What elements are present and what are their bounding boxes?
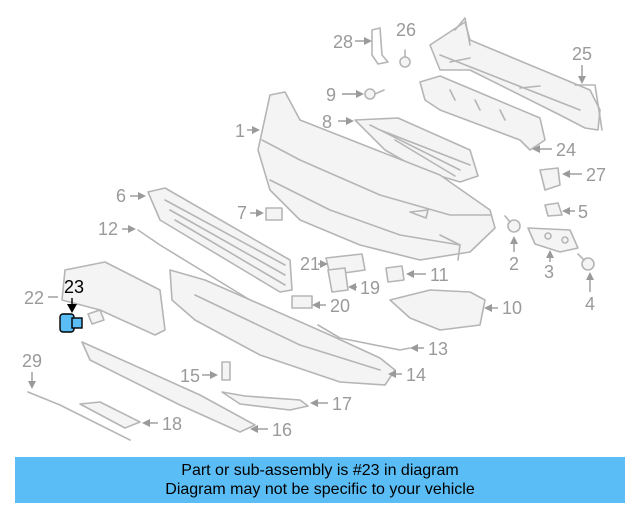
part-27-clip	[539, 167, 561, 191]
callout-label: 1	[235, 121, 245, 141]
callout-28: 28	[333, 32, 372, 52]
banner-line-disclaimer: Diagram may not be specific to your vehi…	[165, 481, 475, 498]
callout-label: 29	[22, 351, 42, 371]
callout-5: 5	[562, 202, 588, 222]
callout-label: 27	[586, 165, 606, 185]
callout-10: 10	[484, 298, 522, 318]
callout-3: 3	[544, 250, 554, 282]
callout-label: 20	[330, 296, 350, 316]
part-14-lower-cover	[169, 269, 396, 386]
callout-label: 10	[502, 298, 522, 318]
part-22-clip	[87, 309, 105, 325]
callout-23: 23	[64, 277, 84, 313]
part-23-screw	[59, 313, 83, 333]
callout-label-highlighted: 23	[64, 277, 84, 297]
callout-13: 13	[410, 339, 448, 359]
callout-label: 11	[430, 265, 449, 285]
callout-16: 16	[250, 420, 292, 440]
part-13-trim-strip	[317, 324, 411, 351]
part-10-fog-trim	[389, 289, 486, 331]
callout-label: 16	[272, 420, 292, 440]
part-5-clip	[544, 202, 563, 217]
callout-label: 22	[24, 288, 44, 308]
callout-8: 8	[322, 112, 354, 132]
callout-label: 6	[116, 186, 126, 206]
banner-line-part: Part or sub-assembly is #23 in diagram	[181, 462, 459, 479]
part-16-lower-strip	[81, 341, 256, 433]
part-17-trim	[221, 391, 309, 411]
callout-20: 20	[312, 296, 350, 316]
callout-18: 18	[142, 414, 182, 434]
part-20-clip	[291, 295, 313, 309]
part-26-bolt	[399, 49, 411, 68]
callout-label: 14	[406, 365, 426, 385]
callout-label: 4	[585, 294, 595, 314]
callout-12: 12	[98, 219, 136, 239]
part-11-clip	[385, 265, 405, 283]
callout-label: 28	[333, 32, 353, 52]
part-2-screw	[504, 215, 521, 233]
callout-label: 25	[572, 44, 592, 64]
callout-24: 24	[532, 140, 576, 160]
callout-label: 12	[98, 219, 118, 239]
callout-6: 6	[116, 186, 146, 206]
part-28-bracket	[371, 27, 389, 65]
callout-label: 13	[428, 339, 448, 359]
part-22-plate-holder	[61, 261, 166, 336]
part-29-trim-strip	[27, 391, 131, 441]
callout-label: 24	[556, 140, 576, 160]
part-19-bracket	[327, 267, 349, 293]
part-18-trim	[79, 401, 141, 429]
callout-label: 2	[509, 254, 519, 274]
callout-11: 11	[406, 265, 449, 285]
callout-label: 26	[396, 20, 416, 40]
part-8-upper-grille	[354, 117, 479, 183]
callout-29: 29	[22, 351, 42, 389]
part-7-clip	[265, 207, 283, 221]
parts-diagram: 28 26 25 9 8 1 24 27 6 5 7 12	[22, 17, 606, 441]
callout-label: 21	[300, 254, 320, 274]
callout-21: 21	[300, 254, 328, 274]
callout-label: 7	[237, 203, 247, 223]
callout-1: 1	[235, 121, 260, 141]
info-banner: Part or sub-assembly is #23 in diagram D…	[15, 457, 625, 503]
part-3-bracket	[527, 227, 579, 253]
part-6-lower-grille	[147, 187, 293, 293]
part-15-bolt	[221, 361, 231, 381]
callout-26: 26	[396, 20, 416, 40]
callout-9: 9	[326, 85, 364, 105]
part-9-bolt	[364, 88, 385, 100]
callout-14: 14	[388, 365, 426, 385]
callout-label: 19	[360, 278, 380, 298]
part-24-energy-absorber	[419, 75, 546, 151]
callout-7: 7	[237, 203, 264, 223]
callout-27: 27	[562, 165, 606, 185]
callout-label: 17	[332, 394, 352, 414]
callout-label: 5	[578, 202, 588, 222]
callout-label: 15	[180, 366, 200, 386]
callout-22: 22	[24, 288, 58, 308]
callout-2: 2	[509, 236, 519, 274]
callout-25: 25	[572, 44, 592, 84]
callout-label: 18	[162, 414, 182, 434]
part-1-bumper-cover	[257, 91, 496, 261]
part-25-reinforcement-bar	[429, 17, 603, 131]
part-4-screw	[577, 253, 595, 271]
callout-label: 3	[544, 262, 554, 282]
callout-label: 9	[326, 85, 336, 105]
callout-label: 8	[322, 112, 332, 132]
callout-15: 15	[180, 366, 218, 386]
callout-4: 4	[585, 272, 595, 314]
callout-19: 19	[348, 278, 380, 298]
callout-17: 17	[310, 394, 352, 414]
